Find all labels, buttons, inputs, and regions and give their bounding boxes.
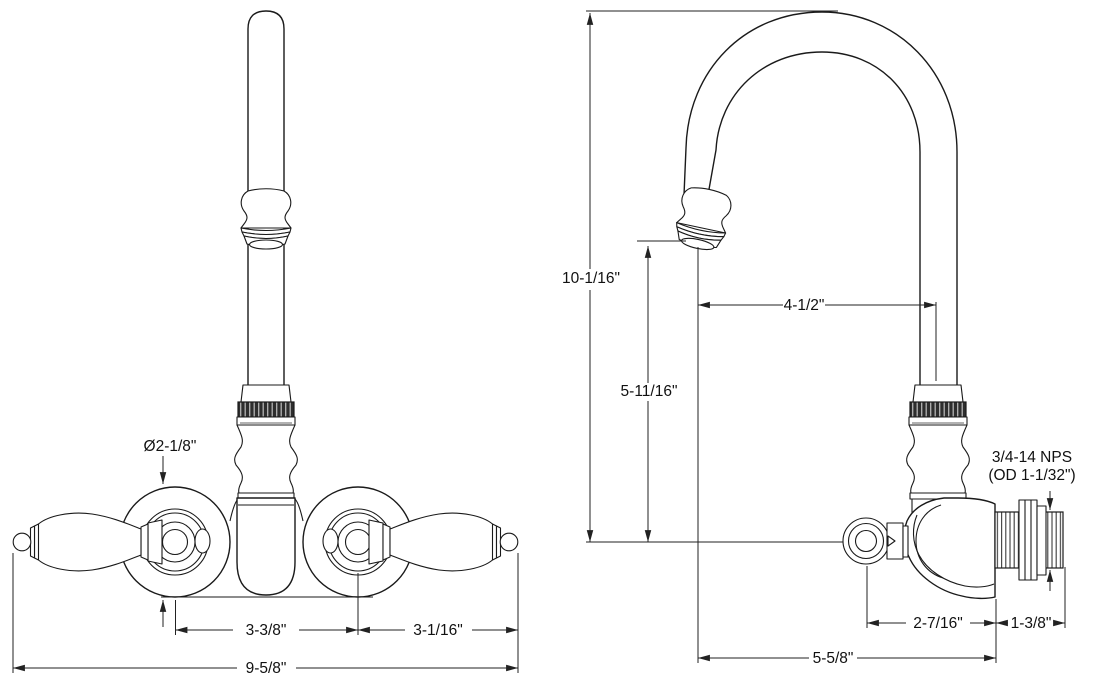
- dim-overall-width: 9-5/8": [246, 660, 287, 677]
- dim-wall-to-handle: 2-7/16": [913, 615, 962, 632]
- spout-collar-side: [671, 183, 735, 255]
- stem-spacer: [902, 525, 909, 558]
- front-view-dimensions: Ø2-1/8" 3-3/8" 3-1/16" 9-5/8": [12, 438, 519, 677]
- thread-spec-line2: (OD 1-1/32"): [988, 467, 1075, 484]
- stem-pointer: [887, 535, 896, 547]
- locknut: [1018, 499, 1038, 581]
- dim-spout-reach: 4-1/2": [784, 297, 825, 314]
- bell-mouth-rim: [915, 504, 944, 579]
- spout-base-side: [905, 384, 971, 500]
- handle-side-hub: [854, 529, 878, 553]
- valve-body-bell: [903, 497, 996, 600]
- gooseneck-spout: [683, 11, 958, 393]
- center-body-drop: [236, 497, 296, 596]
- side-view: 10-1/16" 5-11/16" 4-1/2" 3/4-14 NPS (OD …: [562, 10, 1076, 667]
- dim-overall-height: 10-1/16": [562, 270, 620, 287]
- body-fillet-right: [294, 498, 304, 522]
- dim-handle-to-tip: 3-1/16": [413, 622, 462, 639]
- dim-handle-spacing: 3-3/8": [246, 622, 287, 639]
- dim-thread-length: 1-3/8": [1011, 615, 1052, 632]
- bell-inner-contour: [912, 514, 995, 588]
- dim-outlet-height: 5-11/16": [621, 383, 678, 400]
- thread-spec-line1: 3/4-14 NPS: [992, 449, 1072, 466]
- dim-overall-depth: 5-5/8": [813, 650, 854, 667]
- spout-base-front: [233, 384, 299, 500]
- washer: [1036, 505, 1047, 576]
- side-view-dimensions: 10-1/16" 5-11/16" 4-1/2" 3/4-14 NPS (OD …: [562, 10, 1076, 667]
- spout-collar-front: [240, 188, 292, 250]
- front-view: Ø2-1/8" 3-3/8" 3-1/16" 9-5/8": [12, 10, 519, 677]
- dim-escutcheon-diameter: Ø2-1/8": [144, 438, 197, 455]
